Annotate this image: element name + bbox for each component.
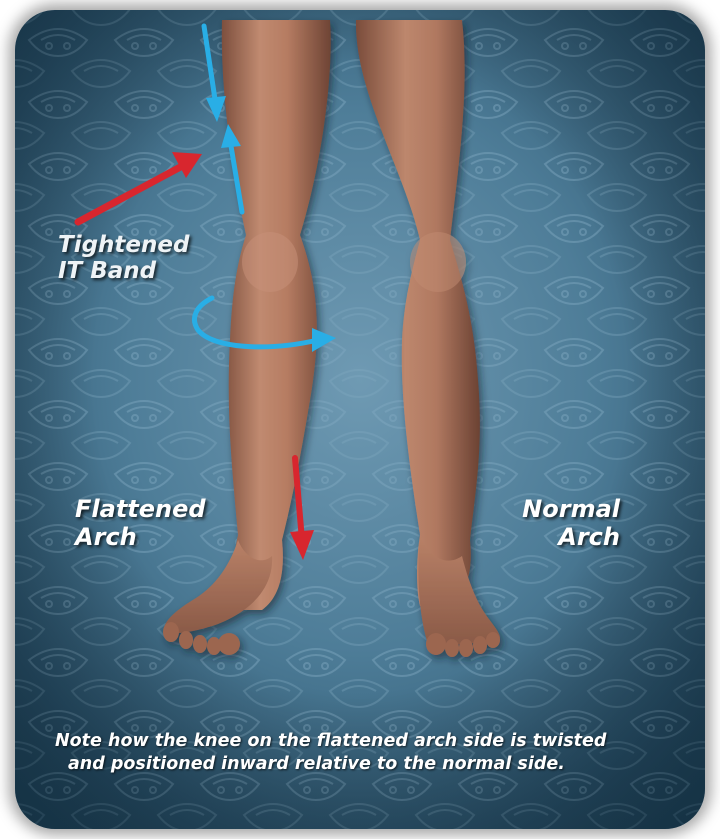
normal-arch-label-line2: Arch (470, 524, 620, 552)
it-band-label: Tightened IT Band (58, 232, 189, 285)
caption-note: Note how the knee on the flattened arch … (55, 730, 695, 776)
red-pointer-arrow-icon (78, 152, 202, 222)
left-leg (163, 20, 331, 655)
diagram-frame: Tightened IT Band Flattened Arch Normal … (15, 10, 705, 829)
caption-note-line2: and positioned inward relative to the no… (55, 753, 695, 776)
flattened-arch-label-line1: Flattened (75, 496, 206, 524)
flattened-arch-label-line2: Arch (75, 524, 206, 552)
caption-note-line1: Note how the knee on the flattened arch … (55, 730, 695, 753)
normal-arch-label-line1: Normal (470, 496, 620, 524)
flattened-arch-label: Flattened Arch (75, 496, 206, 551)
legs-illustration (15, 10, 705, 829)
red-down-arrow-icon (290, 458, 314, 560)
it-band-label-line2: IT Band (58, 258, 189, 284)
it-band-label-line1: Tightened (58, 232, 189, 258)
right-leg (356, 20, 500, 657)
normal-arch-label: Normal Arch (470, 496, 620, 551)
